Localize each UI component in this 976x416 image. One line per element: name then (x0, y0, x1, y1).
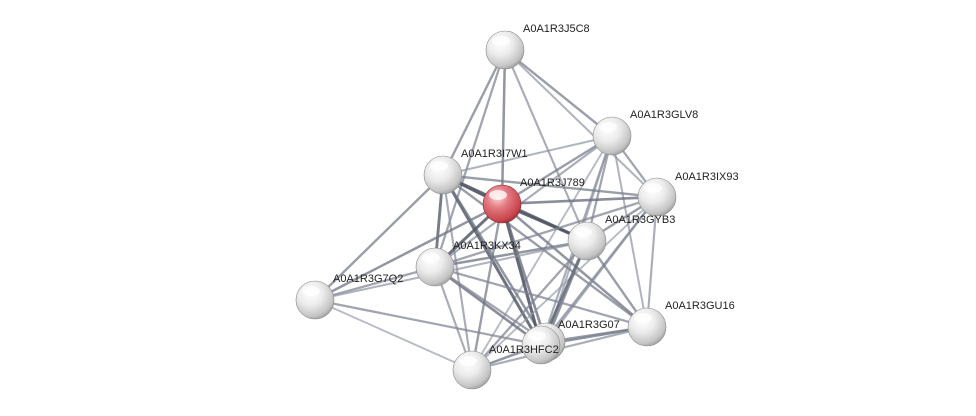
node-label: A0A1R3J789 (520, 177, 585, 189)
edge-A0A1R3GYB3-A0A1R3KX34 (434, 239, 588, 269)
edge-A0A1R3J5C8-A0A1R3I7W1 (441, 49, 507, 176)
edge-A0A1R3IX93-bottom-node (471, 196, 658, 371)
node-label: A0A1R3GU16 (665, 300, 735, 312)
edge-A0A1R3J5C8-A0A1R3J789 (500, 49, 507, 205)
node-highlight (489, 190, 507, 200)
node-label: A0A1R3GYB3 (605, 214, 675, 226)
node-A0A1R3G7Q2[interactable]: A0A1R3G7Q2 (295, 273, 403, 320)
edge-A0A1R3IX93-A0A1R3KX34 (434, 195, 658, 269)
edge-A0A1R3G7Q2-bottom-node (314, 299, 473, 371)
edge-A0A1R3J789-A0A1R3G7Q2 (314, 202, 503, 302)
node-highlight (574, 227, 592, 237)
node-label: A0A1R3G7Q2 (333, 273, 403, 285)
edge-A0A1R3IX93-A0A1R3GU16 (645, 196, 659, 328)
node-label: A0A1R3I7W1 (461, 148, 528, 160)
node-highlight (528, 331, 546, 341)
node-A0A1R3GLV8[interactable]: A0A1R3GLV8 (592, 109, 698, 156)
node-label: A0A1R3GLV8 (630, 109, 698, 121)
edge-A0A1R3J789-A0A1R3IX93 (501, 195, 658, 206)
edge-A0A1R3GLV8-A0A1R3J789 (501, 134, 613, 206)
edge-A0A1R3GYB3-bottom-node (471, 240, 588, 371)
node-A0A1R3GYB3[interactable]: A0A1R3GYB3 (567, 214, 675, 261)
edge-A0A1R3IX93-A0A1R3G07 (545, 196, 658, 343)
node-label: A0A1R3G07 (558, 319, 620, 331)
edge-A0A1R3G7Q2-A0A1R3HFC2 (314, 298, 542, 347)
edge-A0A1R3GLV8-A0A1R3I7W1 (442, 135, 613, 176)
edge-A0A1R3GLV8-bottom-node (471, 135, 613, 371)
edge-A0A1R3I7W1-A0A1R3G7Q2 (314, 174, 444, 301)
node-A0A1R3J5C8[interactable]: A0A1R3J5C8 (485, 23, 590, 70)
nodes-layer: A0A1R3J5C8A0A1R3GLV8A0A1R3I7W1A0A1R3J789… (295, 23, 739, 390)
edge-A0A1R3KX34-A0A1R3GU16 (434, 265, 648, 329)
node-label: A0A1R3J5C8 (523, 23, 590, 35)
node-highlight (302, 286, 320, 296)
node-A0A1R3J789[interactable]: A0A1R3J789 (482, 177, 585, 224)
node-label: A0A1R3HFC2 (489, 344, 559, 356)
edge-A0A1R3J5C8-A0A1R3IX93 (504, 49, 658, 198)
node-bottom-node[interactable] (452, 350, 492, 390)
node-highlight (634, 313, 652, 323)
node-highlight (492, 36, 510, 46)
edge-A0A1R3J5C8-A0A1R3KX34 (433, 49, 507, 268)
node-A0A1R3GU16[interactable]: A0A1R3GU16 (627, 300, 735, 347)
node-highlight (644, 183, 662, 193)
edge-A0A1R3J789-A0A1R3GU16 (501, 203, 648, 328)
edge-A0A1R3J5C8-A0A1R3GLV8 (504, 49, 613, 137)
edge-A0A1R3I7W1-A0A1R3IX93 (442, 173, 658, 199)
node-highlight (459, 356, 477, 366)
edge-A0A1R3J789-bottom-node (470, 203, 504, 371)
edge-A0A1R3I7W1-A0A1R3G07 (441, 174, 548, 343)
node-A0A1R3I7W1[interactable]: A0A1R3I7W1 (423, 148, 528, 195)
edge-A0A1R3J5C8-A0A1R3GYB3 (504, 49, 588, 242)
node-highlight (599, 122, 617, 132)
node-A0A1R3IX93[interactable]: A0A1R3IX93 (637, 171, 739, 217)
node-highlight (422, 253, 440, 263)
node-A0A1R3HFC2[interactable]: A0A1R3HFC2 (489, 325, 561, 365)
node-A0A1R3KX34[interactable]: A0A1R3KX34 (415, 240, 521, 287)
edge-A0A1R3KX34-A0A1R3G7Q2 (314, 265, 436, 302)
node-label: A0A1R3IX93 (675, 171, 739, 183)
node-highlight (430, 161, 448, 171)
edge-A0A1R3J789-A0A1R3G07 (500, 203, 548, 343)
edge-A0A1R3GLV8-A0A1R3KX34 (434, 135, 613, 268)
edge-A0A1R3KX34-A0A1R3G07 (434, 266, 547, 343)
node-label: A0A1R3KX34 (453, 240, 521, 252)
